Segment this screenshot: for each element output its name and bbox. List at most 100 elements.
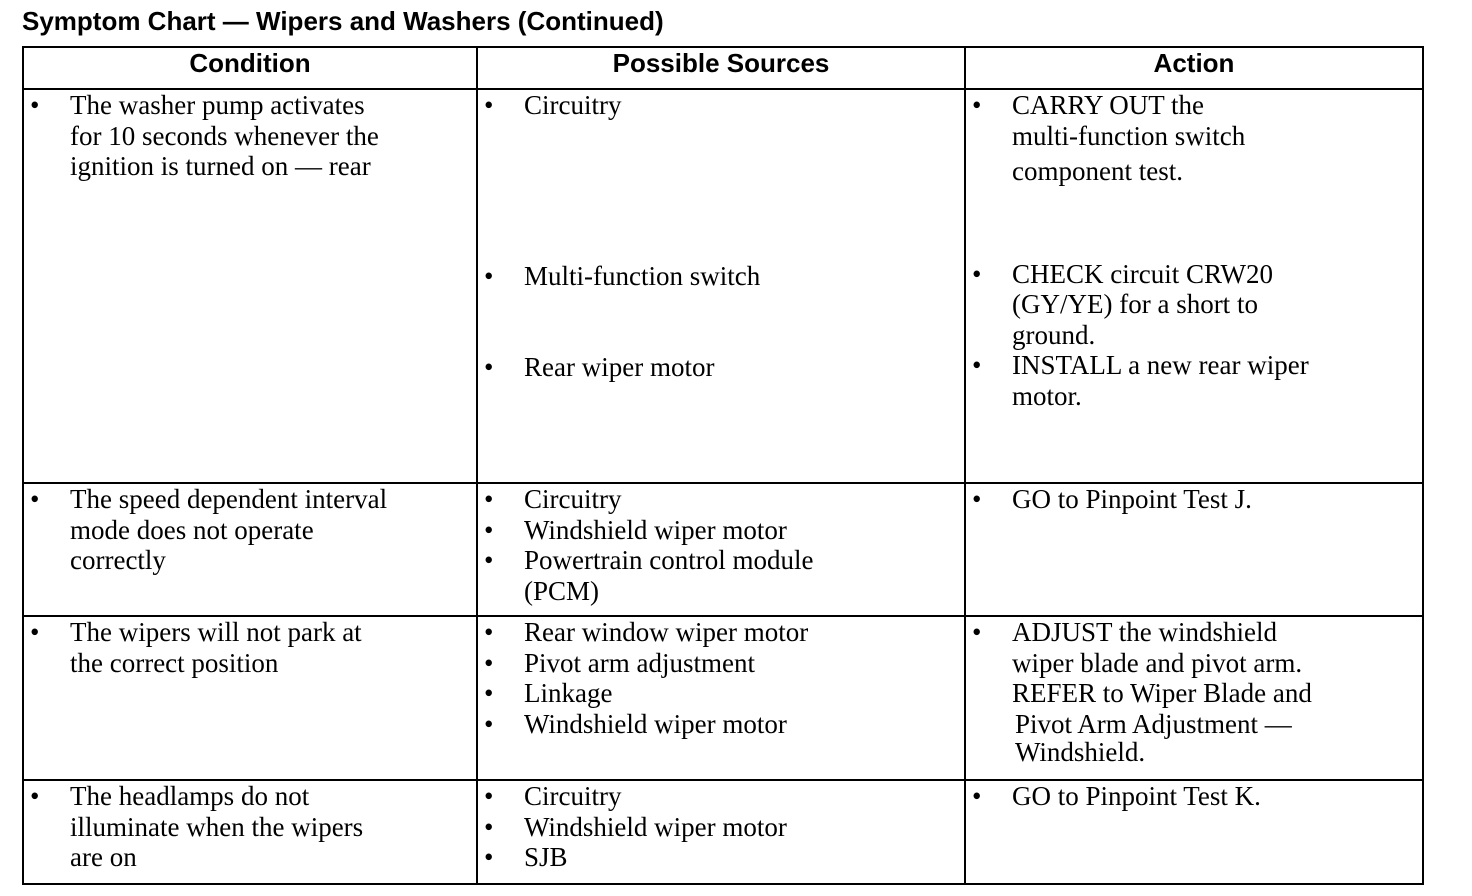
bullet-icon: • bbox=[972, 350, 982, 380]
action-item: • GO to Pinpoint Test J. bbox=[966, 484, 1422, 515]
header-condition: Condition bbox=[22, 46, 478, 90]
text-line: Rear wiper motor bbox=[524, 352, 715, 382]
text-line: The headlamps do not bbox=[70, 781, 310, 811]
condition-cell: • The headlamps do not illuminate when t… bbox=[22, 779, 478, 885]
text-line: ground. bbox=[1012, 319, 1096, 350]
text-line: GO to Pinpoint Test K. bbox=[1012, 781, 1261, 811]
text-line: GO to Pinpoint Test J. bbox=[1012, 484, 1252, 514]
text-line: mode does not operate bbox=[70, 514, 314, 545]
action-cell: • ADJUST the windshield wiper blade and … bbox=[964, 615, 1424, 781]
condition-item: • The headlamps do not illuminate when t… bbox=[24, 781, 476, 873]
table-row: • The speed dependent interval mode does… bbox=[22, 482, 1424, 617]
source-item: • SJB bbox=[478, 842, 964, 873]
text-line: The wipers will not park at bbox=[70, 617, 362, 647]
symptom-chart-table: Condition Possible Sources Action • The … bbox=[22, 46, 1424, 885]
text-line: multi-function switch bbox=[1012, 120, 1246, 151]
text-line: ADJUST the windshield bbox=[1012, 617, 1278, 647]
bullet-icon: • bbox=[484, 842, 494, 872]
bullet-icon: • bbox=[972, 90, 982, 120]
text-line: REFER to Wiper Blade and bbox=[1012, 678, 1312, 708]
source-item: • Multi-function switch bbox=[478, 261, 964, 292]
text-line: Multi-function switch bbox=[524, 260, 761, 291]
source-item: • Circuitry bbox=[478, 781, 964, 812]
text-line: The washer pump activates bbox=[70, 90, 365, 120]
bullet-icon: • bbox=[484, 514, 494, 545]
source-item: • Rear wiper motor bbox=[478, 352, 964, 383]
header-possible-sources: Possible Sources bbox=[476, 46, 966, 90]
condition-cell: • The washer pump activates for 10 secon… bbox=[22, 88, 478, 484]
page-title: Symptom Chart — Wipers and Washers (Cont… bbox=[22, 6, 664, 36]
text-line: Windshield wiper motor bbox=[524, 708, 787, 739]
bullet-icon: • bbox=[972, 781, 982, 811]
text-line: Rear window wiper motor bbox=[524, 617, 809, 647]
condition-item: • The speed dependent interval mode does… bbox=[24, 484, 476, 576]
condition-cell: • The speed dependent interval mode does… bbox=[22, 482, 478, 617]
text-line: CHECK circuit CRW20 bbox=[1012, 258, 1273, 289]
text-line: motor. bbox=[1012, 380, 1082, 411]
bullet-icon: • bbox=[30, 617, 40, 647]
action-item: • CHECK circuit CRW20 (GY/YE) for a shor… bbox=[966, 259, 1422, 351]
table-header-row: Condition Possible Sources Action bbox=[22, 46, 1424, 90]
bullet-icon: • bbox=[484, 90, 494, 120]
bullet-icon: • bbox=[30, 484, 40, 514]
text-line: Windshield wiper motor bbox=[524, 811, 787, 842]
text-line: for 10 seconds whenever the bbox=[70, 120, 379, 151]
table-row: • The washer pump activates for 10 secon… bbox=[22, 88, 1424, 484]
text-line: Pivot Arm Adjustment — bbox=[1015, 708, 1292, 739]
text-line: Circuitry bbox=[524, 484, 622, 514]
sources-cell: • Rear window wiper motor • Pivot arm ad… bbox=[476, 615, 966, 781]
text-line: component test. bbox=[1012, 156, 1183, 186]
text-line: (GY/YE) for a short to bbox=[1012, 289, 1258, 319]
action-cell: • GO to Pinpoint Test J. bbox=[964, 482, 1424, 617]
text-line: SJB bbox=[524, 842, 568, 872]
source-item: • Pivot arm adjustment bbox=[478, 648, 964, 679]
action-cell: • CARRY OUT the multi-function switch co… bbox=[964, 88, 1424, 484]
sources-cell: • Circuitry • Windshield wiper motor • S… bbox=[476, 779, 966, 885]
text-line: illuminate when the wipers bbox=[70, 811, 364, 842]
action-item: • ADJUST the windshield wiper blade and … bbox=[966, 617, 1422, 768]
header-action: Action bbox=[964, 46, 1424, 90]
text-line: Pivot arm adjustment bbox=[524, 647, 755, 678]
action-item: • GO to Pinpoint Test K. bbox=[966, 781, 1422, 812]
text-line: wiper blade and pivot arm. bbox=[1012, 647, 1303, 678]
action-item: • INSTALL a new rear wiper motor. bbox=[966, 350, 1422, 411]
action-item: • CARRY OUT the multi-function switch co… bbox=[966, 90, 1422, 187]
text-line: Windshield. bbox=[1015, 737, 1146, 767]
bullet-icon: • bbox=[30, 90, 40, 120]
bullet-icon: • bbox=[484, 352, 494, 382]
bullet-icon: • bbox=[484, 260, 494, 291]
table-row: • The headlamps do not illuminate when t… bbox=[22, 779, 1424, 885]
text-line: The speed dependent interval bbox=[70, 484, 388, 514]
source-item: • Windshield wiper motor bbox=[478, 709, 964, 740]
text-line: (PCM) bbox=[524, 575, 600, 606]
bullet-icon: • bbox=[484, 678, 494, 708]
text-line: correctly bbox=[70, 545, 166, 575]
source-item: • Circuitry bbox=[478, 90, 964, 121]
text-line: the correct position bbox=[70, 647, 279, 678]
text-line: Windshield wiper motor bbox=[524, 514, 787, 545]
bullet-icon: • bbox=[484, 811, 494, 842]
source-item: • Windshield wiper motor bbox=[478, 515, 964, 546]
text-line: Circuitry bbox=[524, 90, 622, 120]
bullet-icon: • bbox=[484, 617, 494, 647]
condition-cell: • The wipers will not park at the correc… bbox=[22, 615, 478, 781]
text-line: are on bbox=[70, 842, 137, 872]
bullet-icon: • bbox=[484, 647, 494, 678]
condition-item: • The washer pump activates for 10 secon… bbox=[24, 90, 476, 182]
source-item: • Windshield wiper motor bbox=[478, 812, 964, 843]
table-row: • The wipers will not park at the correc… bbox=[22, 615, 1424, 781]
bullet-icon: • bbox=[972, 484, 982, 514]
text-line: INSTALL a new rear wiper bbox=[1012, 350, 1309, 380]
text-line: Circuitry bbox=[524, 781, 622, 811]
bullet-icon: • bbox=[30, 781, 40, 811]
condition-item: • The wipers will not park at the correc… bbox=[24, 617, 476, 678]
bullet-icon: • bbox=[972, 258, 982, 289]
source-item: • Rear window wiper motor bbox=[478, 617, 964, 648]
bullet-icon: • bbox=[484, 708, 494, 739]
bullet-icon: • bbox=[484, 484, 494, 514]
source-item: • Circuitry bbox=[478, 484, 964, 515]
bullet-icon: • bbox=[484, 545, 494, 575]
sources-cell: • Circuitry • Windshield wiper motor • P… bbox=[476, 482, 966, 617]
text-line: CARRY OUT the bbox=[1012, 90, 1205, 120]
action-cell: • GO to Pinpoint Test K. bbox=[964, 779, 1424, 885]
